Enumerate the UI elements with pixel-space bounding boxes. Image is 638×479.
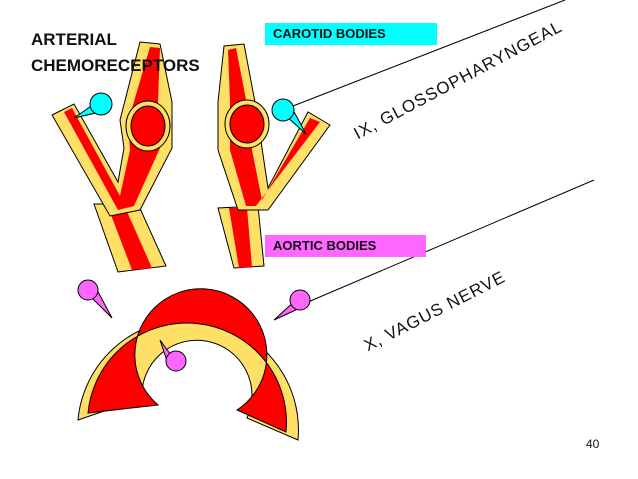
right-carotid-inner — [228, 48, 320, 206]
left-carotid-body — [89, 92, 113, 116]
left-aortic-body — [77, 279, 99, 301]
right-carotid-sinus-inner — [229, 104, 265, 144]
vagus-nerve-line — [307, 179, 595, 303]
title-line-1: ARTERIAL — [31, 30, 117, 49]
title-line-2: CHEMORECEPTORS — [31, 56, 200, 75]
right-aortic-body — [289, 289, 311, 311]
glossopharyngeal-nerve-line — [292, 0, 566, 107]
right-carotid-body — [271, 98, 295, 122]
inner-aortic-body — [165, 350, 187, 372]
page-number: 40 — [586, 437, 600, 451]
aortic-arch-inner — [87, 288, 287, 433]
left-carotid-inner — [64, 47, 160, 210]
right-trunk-inner — [229, 208, 252, 268]
carotid-bodies-label: CAROTID BODIES — [265, 23, 437, 45]
left-carotid-sinus-inner — [130, 105, 166, 147]
aortic-bodies-label: AORTIC BODIES — [265, 235, 426, 257]
slide-title: ARTERIAL CHEMORECEPTORS — [31, 27, 200, 79]
left-trunk-inner — [108, 207, 152, 270]
